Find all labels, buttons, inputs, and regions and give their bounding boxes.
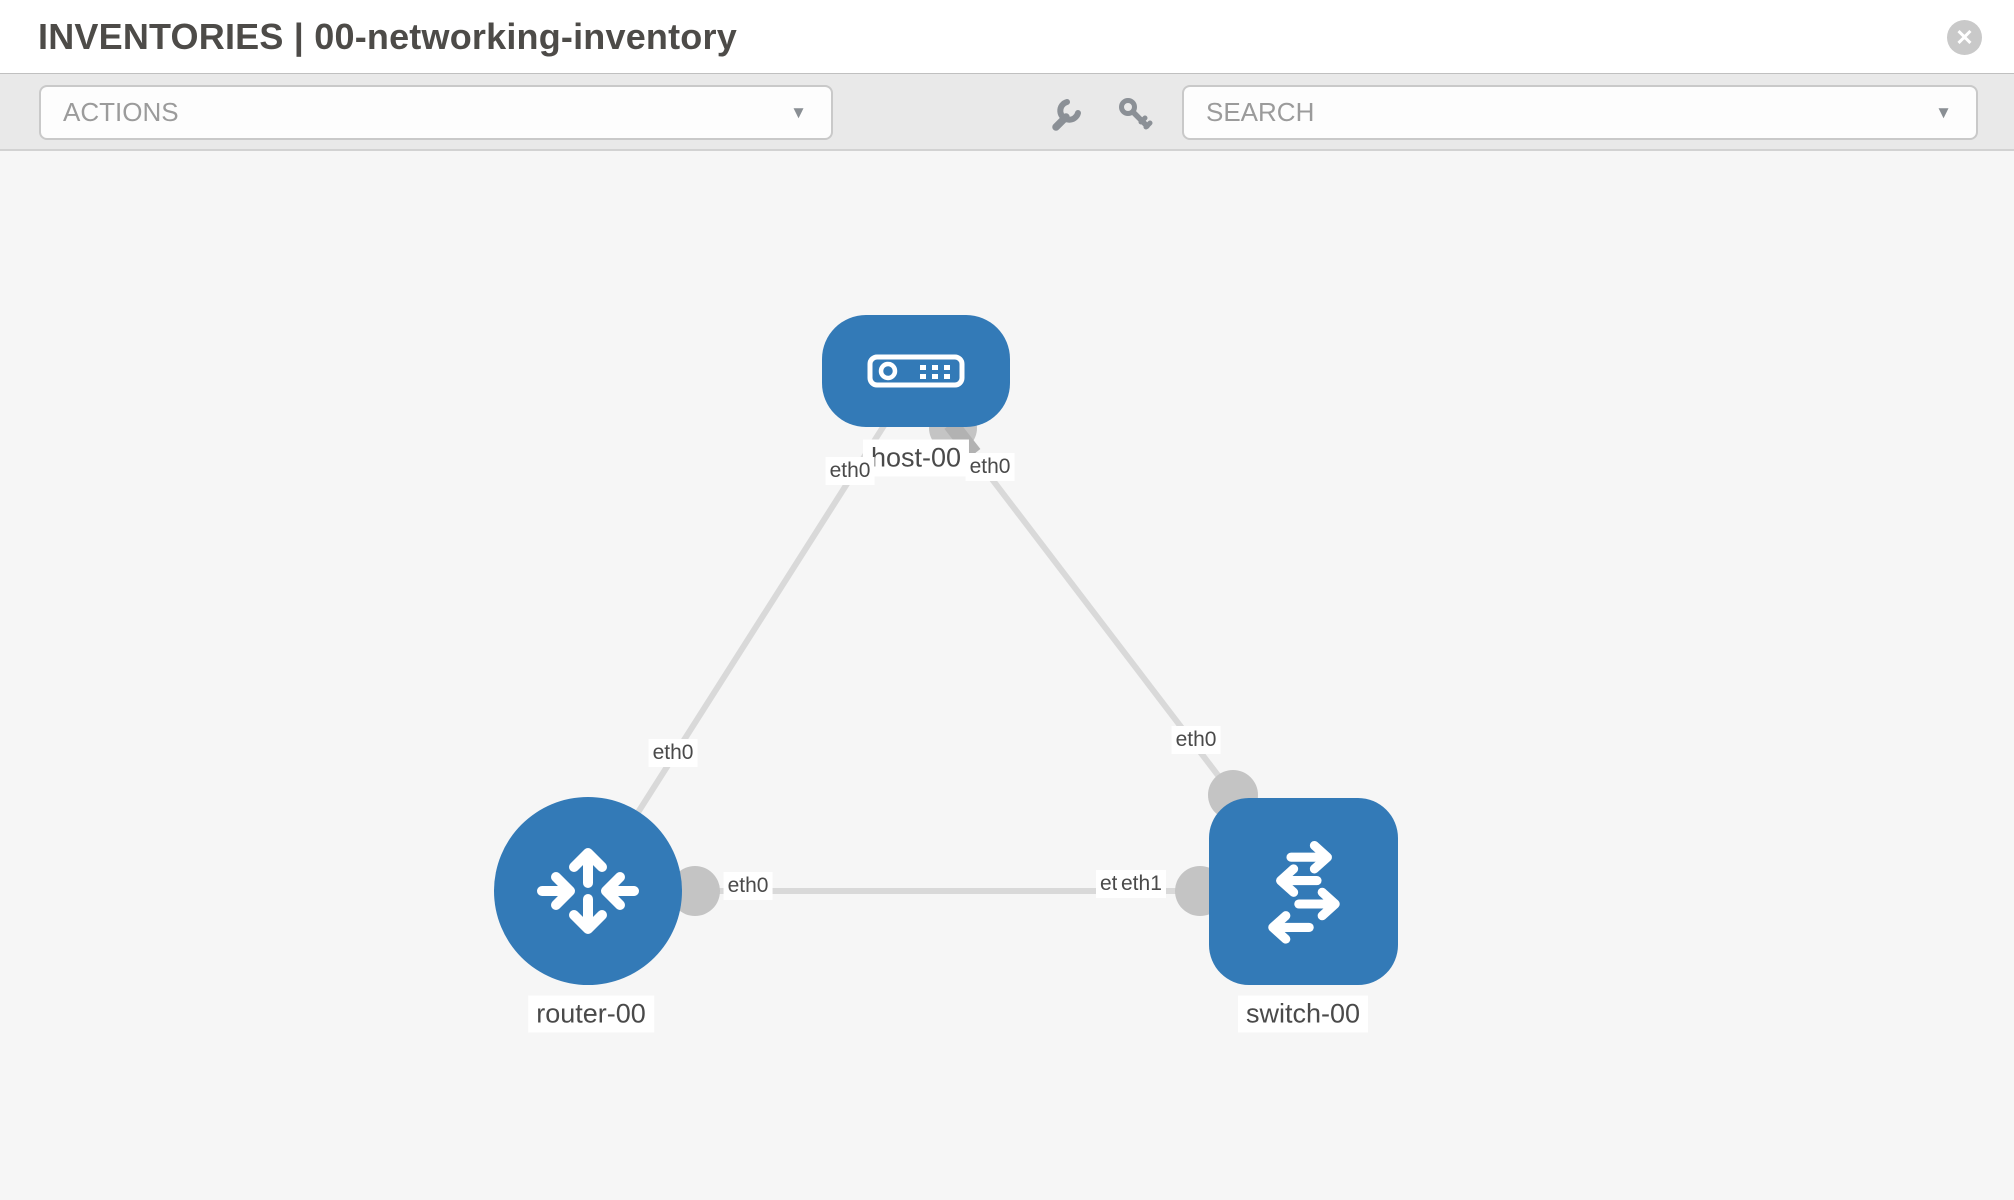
- port-label-host-eth0-left: eth0: [825, 457, 875, 485]
- node-switch-00[interactable]: [1209, 798, 1398, 985]
- node-host-00[interactable]: [822, 315, 1010, 427]
- port-label-switch-eth1: eth1: [1117, 870, 1166, 898]
- toolbar: ACTIONS ▼ ▼: [0, 73, 2014, 151]
- node-label-switch: switch-00: [1237, 995, 1369, 1033]
- wrench-icon: [1052, 99, 1081, 131]
- page-title: INVENTORIES | 00-networking-inventory: [38, 16, 737, 57]
- node-label-router: router-00: [528, 995, 654, 1033]
- node-label-host: host-00: [862, 439, 970, 477]
- key-button[interactable]: [1117, 96, 1153, 132]
- port-label-router-eth0-up: eth0: [648, 739, 698, 767]
- links-layer: [585, 422, 1236, 894]
- chevron-down-icon: ▼: [790, 103, 807, 122]
- actions-dropdown-label: ACTIONS: [63, 97, 179, 127]
- port-label-host-eth0-right: eth0: [965, 453, 1015, 481]
- key-icon: [1119, 98, 1153, 130]
- actions-dropdown[interactable]: ACTIONS ▼: [39, 85, 833, 140]
- switch-icon: [1268, 840, 1340, 944]
- topology-canvas[interactable]: host-00 router-00 switch-00 eth0 eth0 et…: [0, 151, 2014, 1200]
- node-router-00[interactable]: [494, 797, 682, 985]
- header: INVENTORIES | 00-networking-inventory ✕: [0, 0, 2014, 73]
- chevron-down-icon: ▼: [1935, 103, 1952, 122]
- search-input[interactable]: [1206, 87, 1846, 138]
- search-dropdown[interactable]: ▼: [1182, 85, 1978, 140]
- port-label-switch-eth0-top: eth0: [1171, 726, 1221, 754]
- configure-wrench-button[interactable]: [1048, 96, 1084, 132]
- port-label-router-eth0-right: eth0: [723, 872, 773, 900]
- close-icon[interactable]: ✕: [1947, 20, 1982, 55]
- host-icon: [867, 354, 965, 388]
- router-icon: [537, 848, 639, 934]
